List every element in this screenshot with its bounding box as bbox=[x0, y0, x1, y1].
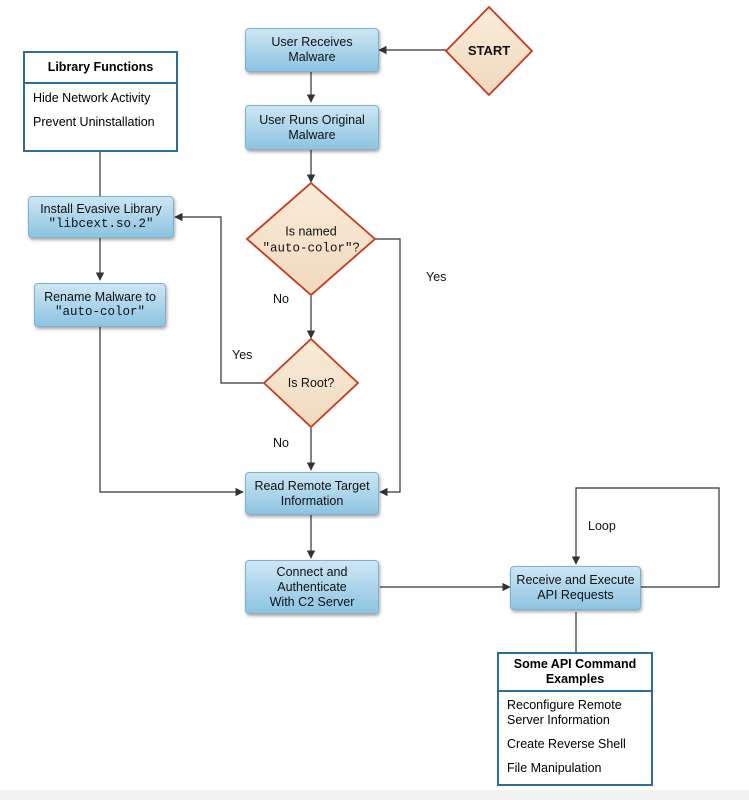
start-label: START bbox=[467, 43, 511, 58]
api-command-item: File Manipulation bbox=[507, 761, 602, 775]
node-user-receives-malware: User Receives Malware bbox=[245, 28, 379, 72]
api-commands-title: Some API Command Examples bbox=[499, 654, 651, 692]
node-connect-authenticate: Connect and Authenticate With C2 Server bbox=[245, 560, 379, 614]
label-loop: Loop bbox=[588, 519, 616, 533]
node-line: Connect and bbox=[276, 564, 348, 579]
node-receive-execute-api: Receive and Execute API Requests bbox=[510, 566, 641, 610]
title-line: Some API Command bbox=[513, 657, 637, 671]
node-line: API Requests bbox=[537, 588, 614, 602]
rename-target: "auto-color" bbox=[54, 305, 145, 319]
node-install-evasive-library: Install Evasive Library "libcext.so.2" bbox=[28, 196, 174, 238]
is-named-code: "auto-color" bbox=[262, 241, 353, 256]
library-functions-panel: Library Functions Hide Network Activity … bbox=[23, 51, 178, 152]
bottom-strip bbox=[0, 790, 749, 800]
is-named-label: Is named "auto-color"? bbox=[263, 224, 360, 257]
node-user-runs-original-malware: User Runs Original Malware bbox=[245, 105, 379, 150]
node-line: Malware bbox=[288, 127, 336, 142]
library-function-item: Hide Network Activity bbox=[33, 91, 151, 105]
library-function-item: Prevent Uninstallation bbox=[33, 115, 155, 129]
title-line: Examples bbox=[545, 672, 605, 686]
node-line: User Runs Original bbox=[259, 112, 365, 127]
node-line: Receive and Execute bbox=[516, 573, 635, 587]
is-named-diamond bbox=[245, 181, 377, 297]
node-line: With C2 Server bbox=[269, 594, 355, 609]
node-line: User Receives bbox=[271, 35, 353, 49]
node-line: Install Evasive Library bbox=[40, 202, 162, 216]
library-filename: "libcext.so.2" bbox=[48, 217, 154, 231]
label-is-root-yes: Yes bbox=[232, 348, 253, 362]
node-line: Malware bbox=[288, 50, 336, 64]
api-command-item: Create Reverse Shell bbox=[507, 737, 626, 751]
node-read-remote-target: Read Remote Target Information bbox=[245, 472, 379, 515]
api-command-examples-panel: Some API Command Examples Reconfigure Re… bbox=[497, 652, 653, 786]
item-line: Reconfigure Remote bbox=[507, 698, 622, 712]
node-rename-malware: Rename Malware to "auto-color" bbox=[34, 283, 166, 327]
start-diamond bbox=[444, 5, 534, 97]
label-is-named-yes: Yes bbox=[426, 270, 447, 284]
edge-isroot-yes-to-install bbox=[174, 212, 264, 384]
is-root-diamond bbox=[262, 337, 360, 429]
is-named-suffix: ? bbox=[352, 240, 360, 255]
node-line: Authenticate bbox=[277, 579, 347, 594]
edge-rename-to-read bbox=[99, 327, 244, 497]
is-named-text: Is named bbox=[285, 224, 337, 239]
label-is-named-no: No bbox=[273, 292, 289, 306]
node-line: Rename Malware to bbox=[44, 290, 156, 304]
edge-isnamed-yes-to-read bbox=[375, 238, 401, 497]
item-line: Server Information bbox=[507, 713, 610, 727]
node-line: Read Remote Target bbox=[254, 478, 370, 493]
node-line: Information bbox=[280, 493, 344, 508]
is-root-label: Is Root? bbox=[287, 376, 335, 390]
label-is-root-no: No bbox=[273, 436, 289, 450]
api-command-item: Reconfigure Remote Server Information bbox=[499, 698, 651, 728]
edge-loop bbox=[571, 487, 720, 588]
library-functions-title: Library Functions bbox=[25, 53, 176, 84]
